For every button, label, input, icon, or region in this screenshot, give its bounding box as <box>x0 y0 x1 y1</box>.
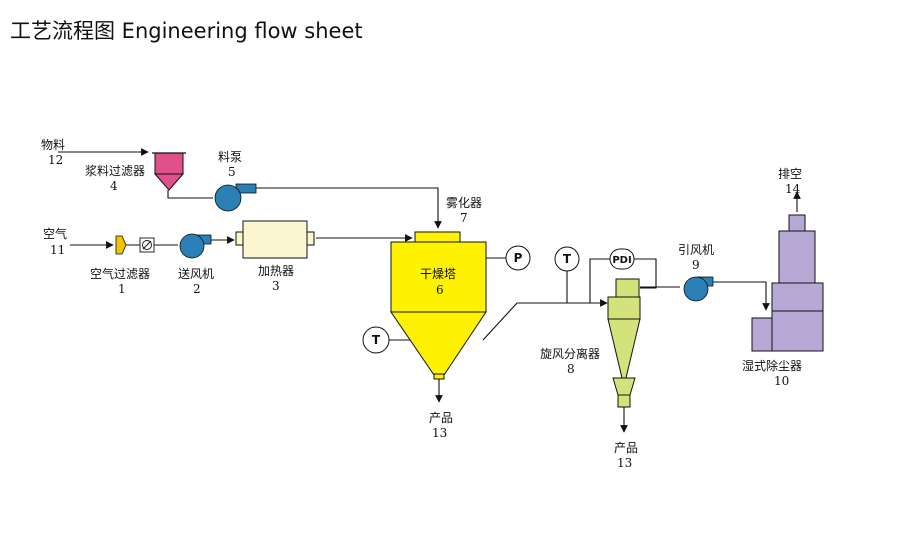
wet-scrubber <box>751 214 824 352</box>
pipe-filter-to-pump <box>167 190 213 199</box>
pipe-pdi-left <box>589 258 610 303</box>
page-title: 工艺流程图 Engineering flow sheet <box>10 19 363 43</box>
air-filter-icon <box>115 235 155 255</box>
label-material-no: 12 <box>48 153 63 167</box>
label-product-a-no: 13 <box>432 426 447 440</box>
instrument-temperature-dryer: T <box>362 326 390 354</box>
label-pump: 料泵 <box>218 150 242 164</box>
label-fan: 引风机 <box>678 243 714 257</box>
label-pump-no: 5 <box>228 165 236 179</box>
label-exhaust: 排空 <box>778 167 802 181</box>
label-scrubber-no: 10 <box>774 374 789 388</box>
label-cyclone: 旋风分离器 <box>540 346 600 361</box>
label-dryer-no: 6 <box>436 283 444 297</box>
svg-text:PDI: PDI <box>612 255 631 266</box>
label-scrubber: 湿式除尘器 <box>742 358 802 373</box>
instrument-temperature-outlet: T <box>554 246 580 272</box>
instrument-pressure-dryer: P <box>505 245 531 271</box>
label-exhaust-no: 14 <box>785 182 801 196</box>
label-air-filter: 空气过滤器 <box>90 266 150 281</box>
slurry-filter <box>152 152 186 191</box>
label-dryer: 干燥塔 <box>420 267 456 281</box>
label-product-a: 产品 <box>429 411 453 425</box>
label-fan-no: 9 <box>692 258 700 272</box>
label-cyclone-no: 8 <box>567 362 575 376</box>
svg-text:T: T <box>372 333 381 347</box>
label-material: 物料 <box>41 138 65 152</box>
label-product-b-no: 13 <box>617 456 632 470</box>
label-slurry-filter: 浆料过滤器 <box>85 163 145 178</box>
pipe-fan-to-scrubber <box>712 281 770 311</box>
induced-fan-icon <box>683 276 714 302</box>
pipe-pump-to-atomizer <box>256 187 442 229</box>
label-blower: 送风机 <box>178 266 214 281</box>
svg-text:T: T <box>563 252 572 266</box>
heater-unit <box>235 220 315 259</box>
label-heater-no: 3 <box>272 279 280 293</box>
label-atomizer: 雾化器 <box>446 196 482 210</box>
label-air-filter-no: 1 <box>118 282 126 296</box>
pipe-dryer-to-cyclone <box>482 299 608 341</box>
label-atomizer-no: 7 <box>460 211 468 225</box>
label-product-b: 产品 <box>614 441 638 455</box>
dryer-tower <box>390 231 487 380</box>
label-blower-no: 2 <box>193 282 201 296</box>
pipe-pdi-right <box>634 258 657 289</box>
blower-icon <box>179 233 212 259</box>
label-air: 空气 <box>43 226 67 241</box>
cyclone-separator <box>607 278 641 408</box>
svg-text:P: P <box>514 251 523 265</box>
label-slurry-filter-no: 4 <box>110 179 118 193</box>
label-heater: 加热器 <box>258 264 294 278</box>
instrument-pdi: PDI <box>609 248 635 270</box>
label-air-no: 11 <box>50 243 65 257</box>
feed-pump-icon <box>214 183 257 212</box>
